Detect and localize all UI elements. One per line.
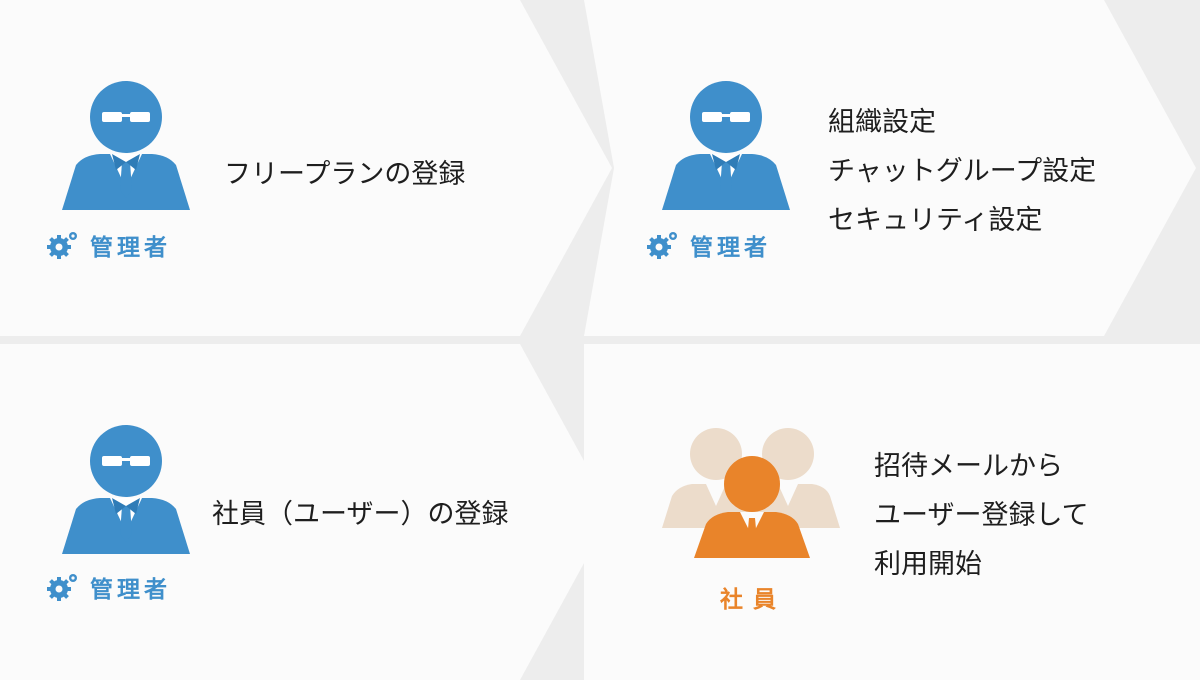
role-label-staff: 社員 [720,580,786,614]
text-line: 社員（ユーザー）の登録 [212,499,509,530]
text-line: 利用開始 [874,549,982,580]
role-label-admin: 管理者 [646,228,771,262]
gear-icon [47,232,77,259]
role-label-admin: 管理者 [46,570,171,604]
step-2-text: 組織設定 チャットグループ設定 セキュリティ設定 [828,98,1096,245]
step-1-panel: 管理者 フリープランの登録 [0,0,612,336]
gear-icon [647,232,677,259]
staff-group-icon [662,428,840,558]
role-text: 管理者 [90,577,171,603]
step-3-text: 社員（ユーザー）の登録 [212,490,508,539]
text-line: 招待メールから [874,451,1063,482]
role-text: 管理者 [90,235,171,261]
role-text: 社員 [720,587,786,613]
gear-icon [47,574,77,601]
step-4-panel: 社員 招待メールから ユーザー登録して 利用開始 [584,344,1200,680]
step-4-text: 招待メールから ユーザー登録して 利用開始 [874,442,1089,589]
admin-person-icon [62,425,190,554]
admin-person-icon [62,81,190,210]
text-line: セキュリティ設定 [828,205,1043,236]
role-label-admin: 管理者 [46,228,171,262]
text-line: チャットグループ設定 [828,156,1097,187]
text-line: フリープランの登録 [224,159,466,190]
admin-person-icon [662,81,790,210]
step-3-panel: 管理者 社員（ユーザー）の登録 [0,344,612,680]
step-2-panel: 管理者 組織設定 チャットグループ設定 セキュリティ設定 [584,0,1196,336]
text-line: 組織設定 [828,107,936,138]
role-text: 管理者 [690,235,771,261]
step-1-text: フリープランの登録 [224,150,465,199]
text-line: ユーザー登録して [874,500,1089,531]
